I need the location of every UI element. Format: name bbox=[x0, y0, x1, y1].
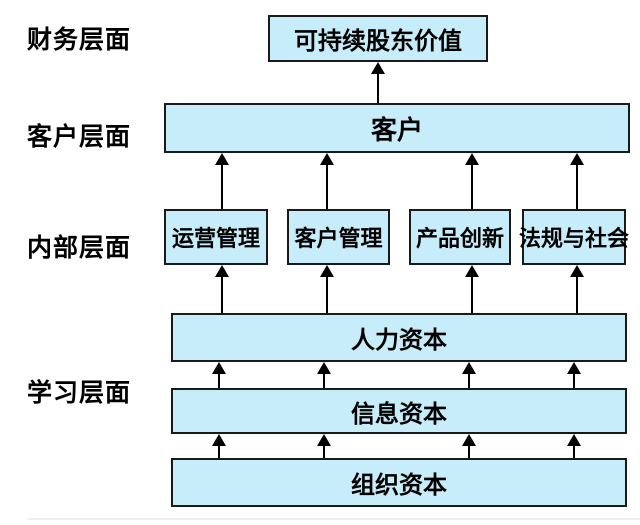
box-regulation-and-society: 法规与社会 bbox=[519, 209, 629, 265]
arrowhead-icon bbox=[371, 62, 385, 74]
up-arrow-icon bbox=[465, 265, 479, 313]
up-arrow-icon bbox=[567, 362, 581, 388]
arrowhead-icon bbox=[215, 265, 229, 277]
up-arrow-icon bbox=[462, 434, 476, 458]
arrowhead-icon bbox=[465, 153, 479, 165]
bottom-divider bbox=[28, 518, 640, 520]
up-arrow-icon bbox=[570, 153, 584, 209]
box-operations-management: 运营管理 bbox=[164, 209, 268, 265]
label-learning-perspective: 学习层面 bbox=[27, 379, 132, 407]
up-arrow-icon bbox=[567, 434, 581, 458]
arrowhead-icon bbox=[320, 153, 334, 165]
arrowhead-icon bbox=[317, 362, 331, 374]
up-arrow-icon bbox=[215, 153, 229, 209]
arrowhead-icon bbox=[465, 265, 479, 277]
up-arrow-icon bbox=[371, 62, 385, 103]
box-information-capital: 信息资本 bbox=[171, 388, 627, 434]
up-arrow-icon bbox=[215, 265, 229, 313]
arrowhead-icon bbox=[212, 434, 226, 446]
up-arrow-icon bbox=[570, 265, 584, 313]
up-arrow-icon bbox=[317, 434, 331, 458]
box-customer-management: 客户管理 bbox=[287, 209, 390, 265]
up-arrow-icon bbox=[212, 434, 226, 458]
box-customer: 客户 bbox=[164, 103, 630, 153]
box-organization-capital: 组织资本 bbox=[171, 458, 627, 507]
arrowhead-icon bbox=[462, 362, 476, 374]
arrowhead-icon bbox=[317, 434, 331, 446]
up-arrow-icon bbox=[465, 153, 479, 209]
arrowhead-icon bbox=[212, 362, 226, 374]
box-sustainable-shareholder-value: 可持续股东价值 bbox=[268, 15, 488, 62]
up-arrow-icon bbox=[462, 362, 476, 388]
label-internal-perspective: 内部层面 bbox=[27, 234, 132, 262]
up-arrow-icon bbox=[317, 362, 331, 388]
arrowhead-icon bbox=[570, 153, 584, 165]
label-customer-perspective: 客户层面 bbox=[27, 123, 132, 151]
arrowhead-icon bbox=[567, 362, 581, 374]
box-human-capital: 人力资本 bbox=[171, 313, 627, 362]
label-financial-perspective: 财务层面 bbox=[27, 26, 132, 54]
arrowhead-icon bbox=[215, 153, 229, 165]
box-product-innovation: 产品创新 bbox=[409, 209, 511, 265]
up-arrow-icon bbox=[212, 362, 226, 388]
arrowhead-icon bbox=[570, 265, 584, 277]
arrowhead-icon bbox=[462, 434, 476, 446]
arrowhead-icon bbox=[567, 434, 581, 446]
up-arrow-icon bbox=[320, 153, 334, 209]
up-arrow-icon bbox=[320, 265, 334, 313]
arrowhead-icon bbox=[320, 265, 334, 277]
